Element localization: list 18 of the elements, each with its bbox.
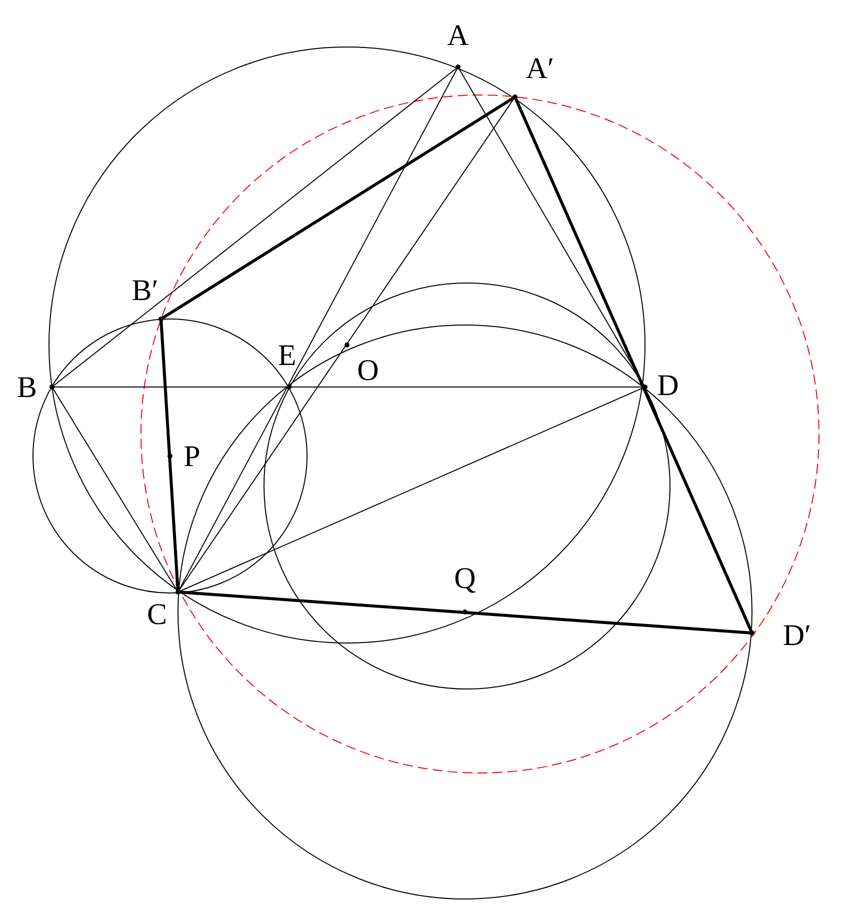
labelled-point: D′ (750, 619, 812, 652)
line-segment (160, 318, 180, 592)
labelled-point: Q (454, 562, 476, 614)
line-segment (52, 66, 458, 388)
labelled-point: O (344, 342, 379, 387)
labelled-point: A (447, 19, 469, 70)
labelled-point: C (147, 590, 180, 631)
labelled-point: B′ (132, 274, 164, 322)
line-segment (178, 590, 752, 634)
line-segment (458, 66, 646, 388)
line-segment (514, 96, 754, 634)
labelled-point: A′ (512, 52, 554, 100)
labelled-point: D (642, 369, 679, 402)
line-segment (52, 386, 178, 592)
labelled-point: P (168, 440, 200, 473)
line-segment (160, 96, 516, 320)
labelled-point: E (278, 339, 296, 390)
labelled-point: B (17, 371, 54, 404)
